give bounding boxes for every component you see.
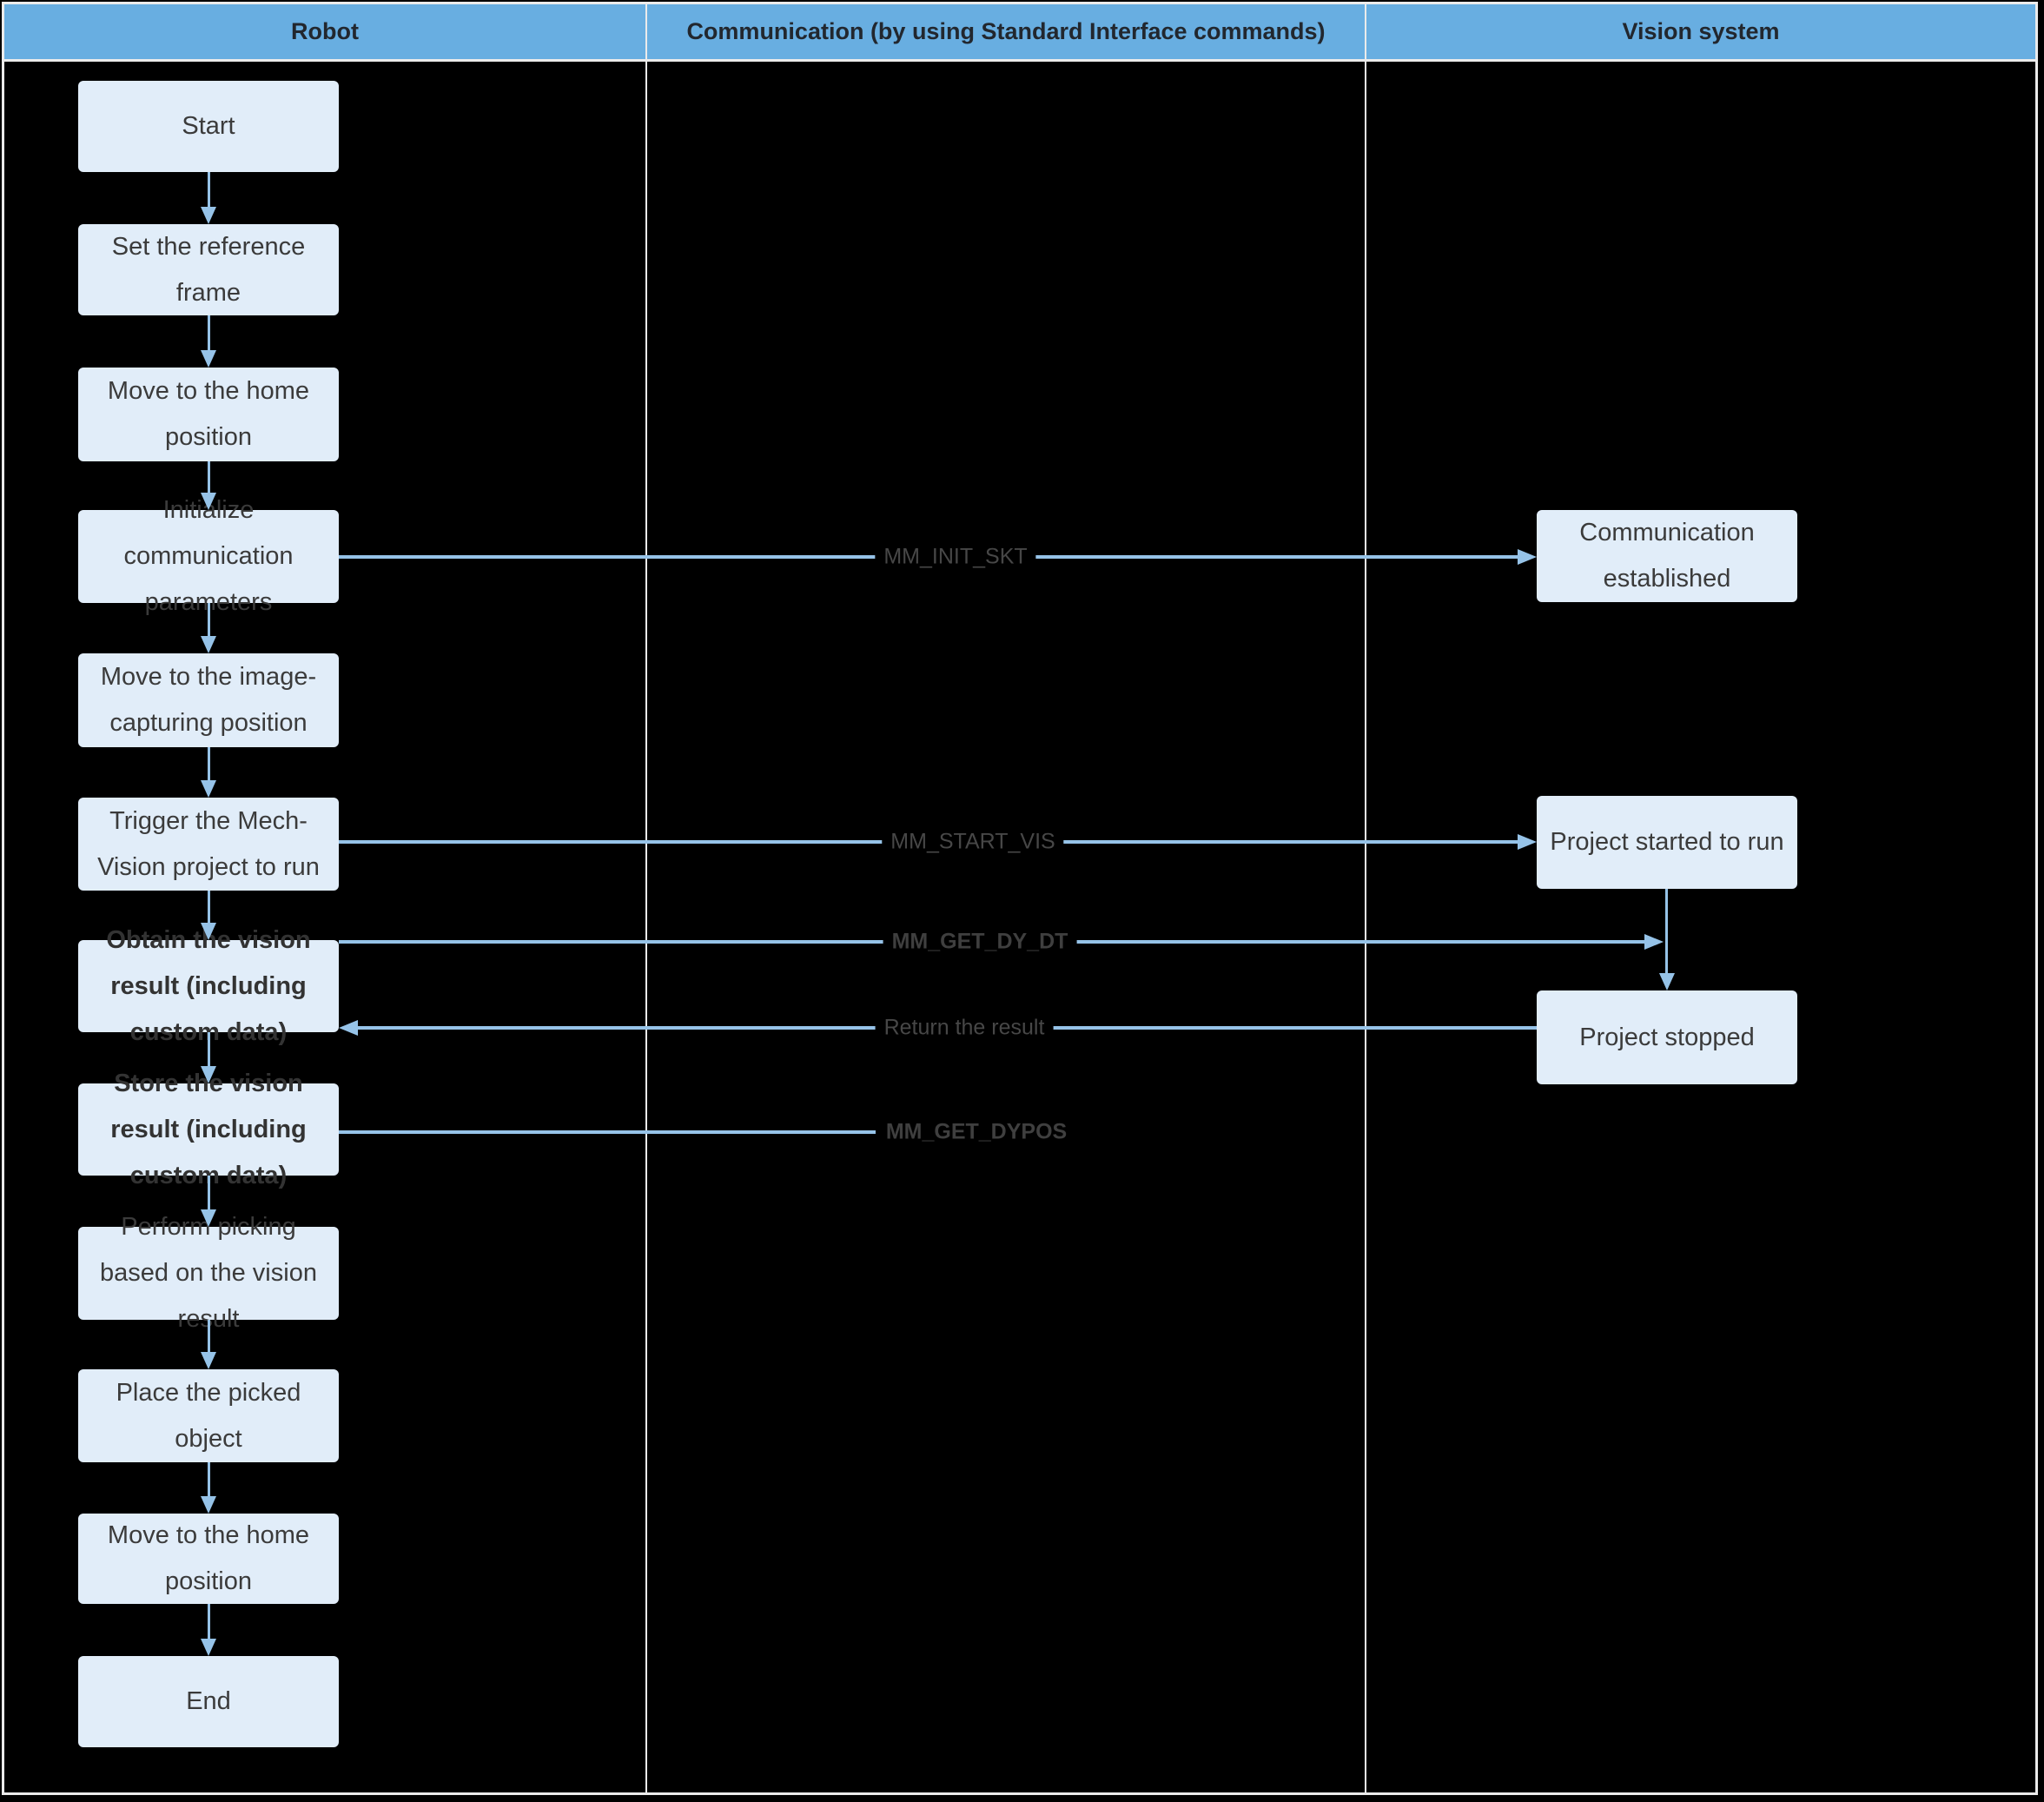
arrow-down-icon bbox=[201, 1066, 216, 1083]
robot-step-move-home-1: Move to the home position bbox=[78, 368, 339, 461]
arrow-down-icon bbox=[201, 1496, 216, 1514]
message-label: MM_GET_DYPOS bbox=[876, 1117, 1076, 1147]
robot-step-end: End bbox=[78, 1656, 339, 1747]
message-label: MM_INIT_SKT bbox=[875, 542, 1036, 572]
robot-step-perform-picking: Perform picking based on the vision resu… bbox=[78, 1213, 339, 1333]
vision-event-project-stopped: Project stopped bbox=[1537, 990, 1797, 1084]
flow-connector-line bbox=[207, 1176, 210, 1209]
message-label: Return the result bbox=[875, 1013, 1054, 1043]
arrow-down-icon bbox=[201, 923, 216, 940]
column-header-robot: Robot bbox=[4, 4, 645, 59]
arrow-down-icon bbox=[201, 1209, 216, 1227]
robot-step-store-vision-result: Store the vision result (including custo… bbox=[78, 1070, 339, 1189]
arrow-down-icon bbox=[201, 780, 216, 798]
arrow-down-icon bbox=[201, 207, 216, 224]
vision-event-communication-established: Communication established bbox=[1537, 510, 1797, 602]
arrow-down-icon bbox=[201, 493, 216, 510]
message-line bbox=[339, 1130, 876, 1134]
flow-connector-line bbox=[207, 1320, 210, 1352]
robot-step-move-home-2: Move to the home position bbox=[78, 1514, 339, 1604]
column-header-vision-system: Vision system bbox=[1366, 4, 2035, 59]
arrow-down-icon bbox=[201, 1352, 216, 1369]
flow-connector-line bbox=[1665, 889, 1668, 973]
message-label: MM_GET_DY_DT bbox=[883, 927, 1077, 957]
flow-connector-line bbox=[207, 747, 210, 780]
arrow-down-icon bbox=[201, 350, 216, 368]
column-divider bbox=[645, 62, 647, 1792]
robot-step-trigger-mech-vision: Trigger the Mech-Vision project to run bbox=[78, 798, 339, 891]
flow-connector-line bbox=[207, 172, 210, 207]
robot-step-place-object: Place the picked object bbox=[78, 1369, 339, 1462]
arrow-down-icon bbox=[1658, 973, 1675, 990]
flow-connector-line bbox=[207, 891, 210, 923]
robot-step-init-communication: Initialize communication parameters bbox=[78, 496, 339, 616]
arrow-left-icon bbox=[339, 1020, 358, 1036]
flow-connector-line bbox=[207, 461, 210, 493]
robot-step-start: Start bbox=[78, 81, 339, 172]
column-header-communication: Communication (by using Standard Interfa… bbox=[647, 4, 1365, 59]
flow-connector-line bbox=[207, 1604, 210, 1639]
flow-connector-line bbox=[207, 1032, 210, 1066]
arrow-right-icon bbox=[1644, 934, 1664, 950]
column-header-label: Vision system bbox=[1622, 18, 1780, 44]
flow-connector-line bbox=[207, 1462, 210, 1496]
robot-step-set-reference-frame: Set the reference frame bbox=[78, 224, 339, 315]
robot-step-move-image-capturing: Move to the image-capturing position bbox=[78, 653, 339, 747]
arrow-right-icon bbox=[1518, 549, 1537, 565]
column-divider bbox=[1365, 62, 1366, 1792]
robot-step-obtain-vision-result: Obtain the vision result (including cust… bbox=[78, 926, 339, 1046]
arrow-down-icon bbox=[201, 636, 216, 653]
arrow-right-icon bbox=[1518, 834, 1537, 850]
vision-event-project-started: Project started to run bbox=[1537, 796, 1797, 889]
message-label: MM_START_VIS bbox=[882, 827, 1064, 857]
column-header-label: Communication (by using Standard Interfa… bbox=[686, 18, 1326, 44]
flow-connector-line bbox=[207, 315, 210, 350]
column-header-label: Robot bbox=[291, 18, 359, 44]
flow-connector-line bbox=[207, 603, 210, 636]
arrow-down-icon bbox=[201, 1639, 216, 1656]
